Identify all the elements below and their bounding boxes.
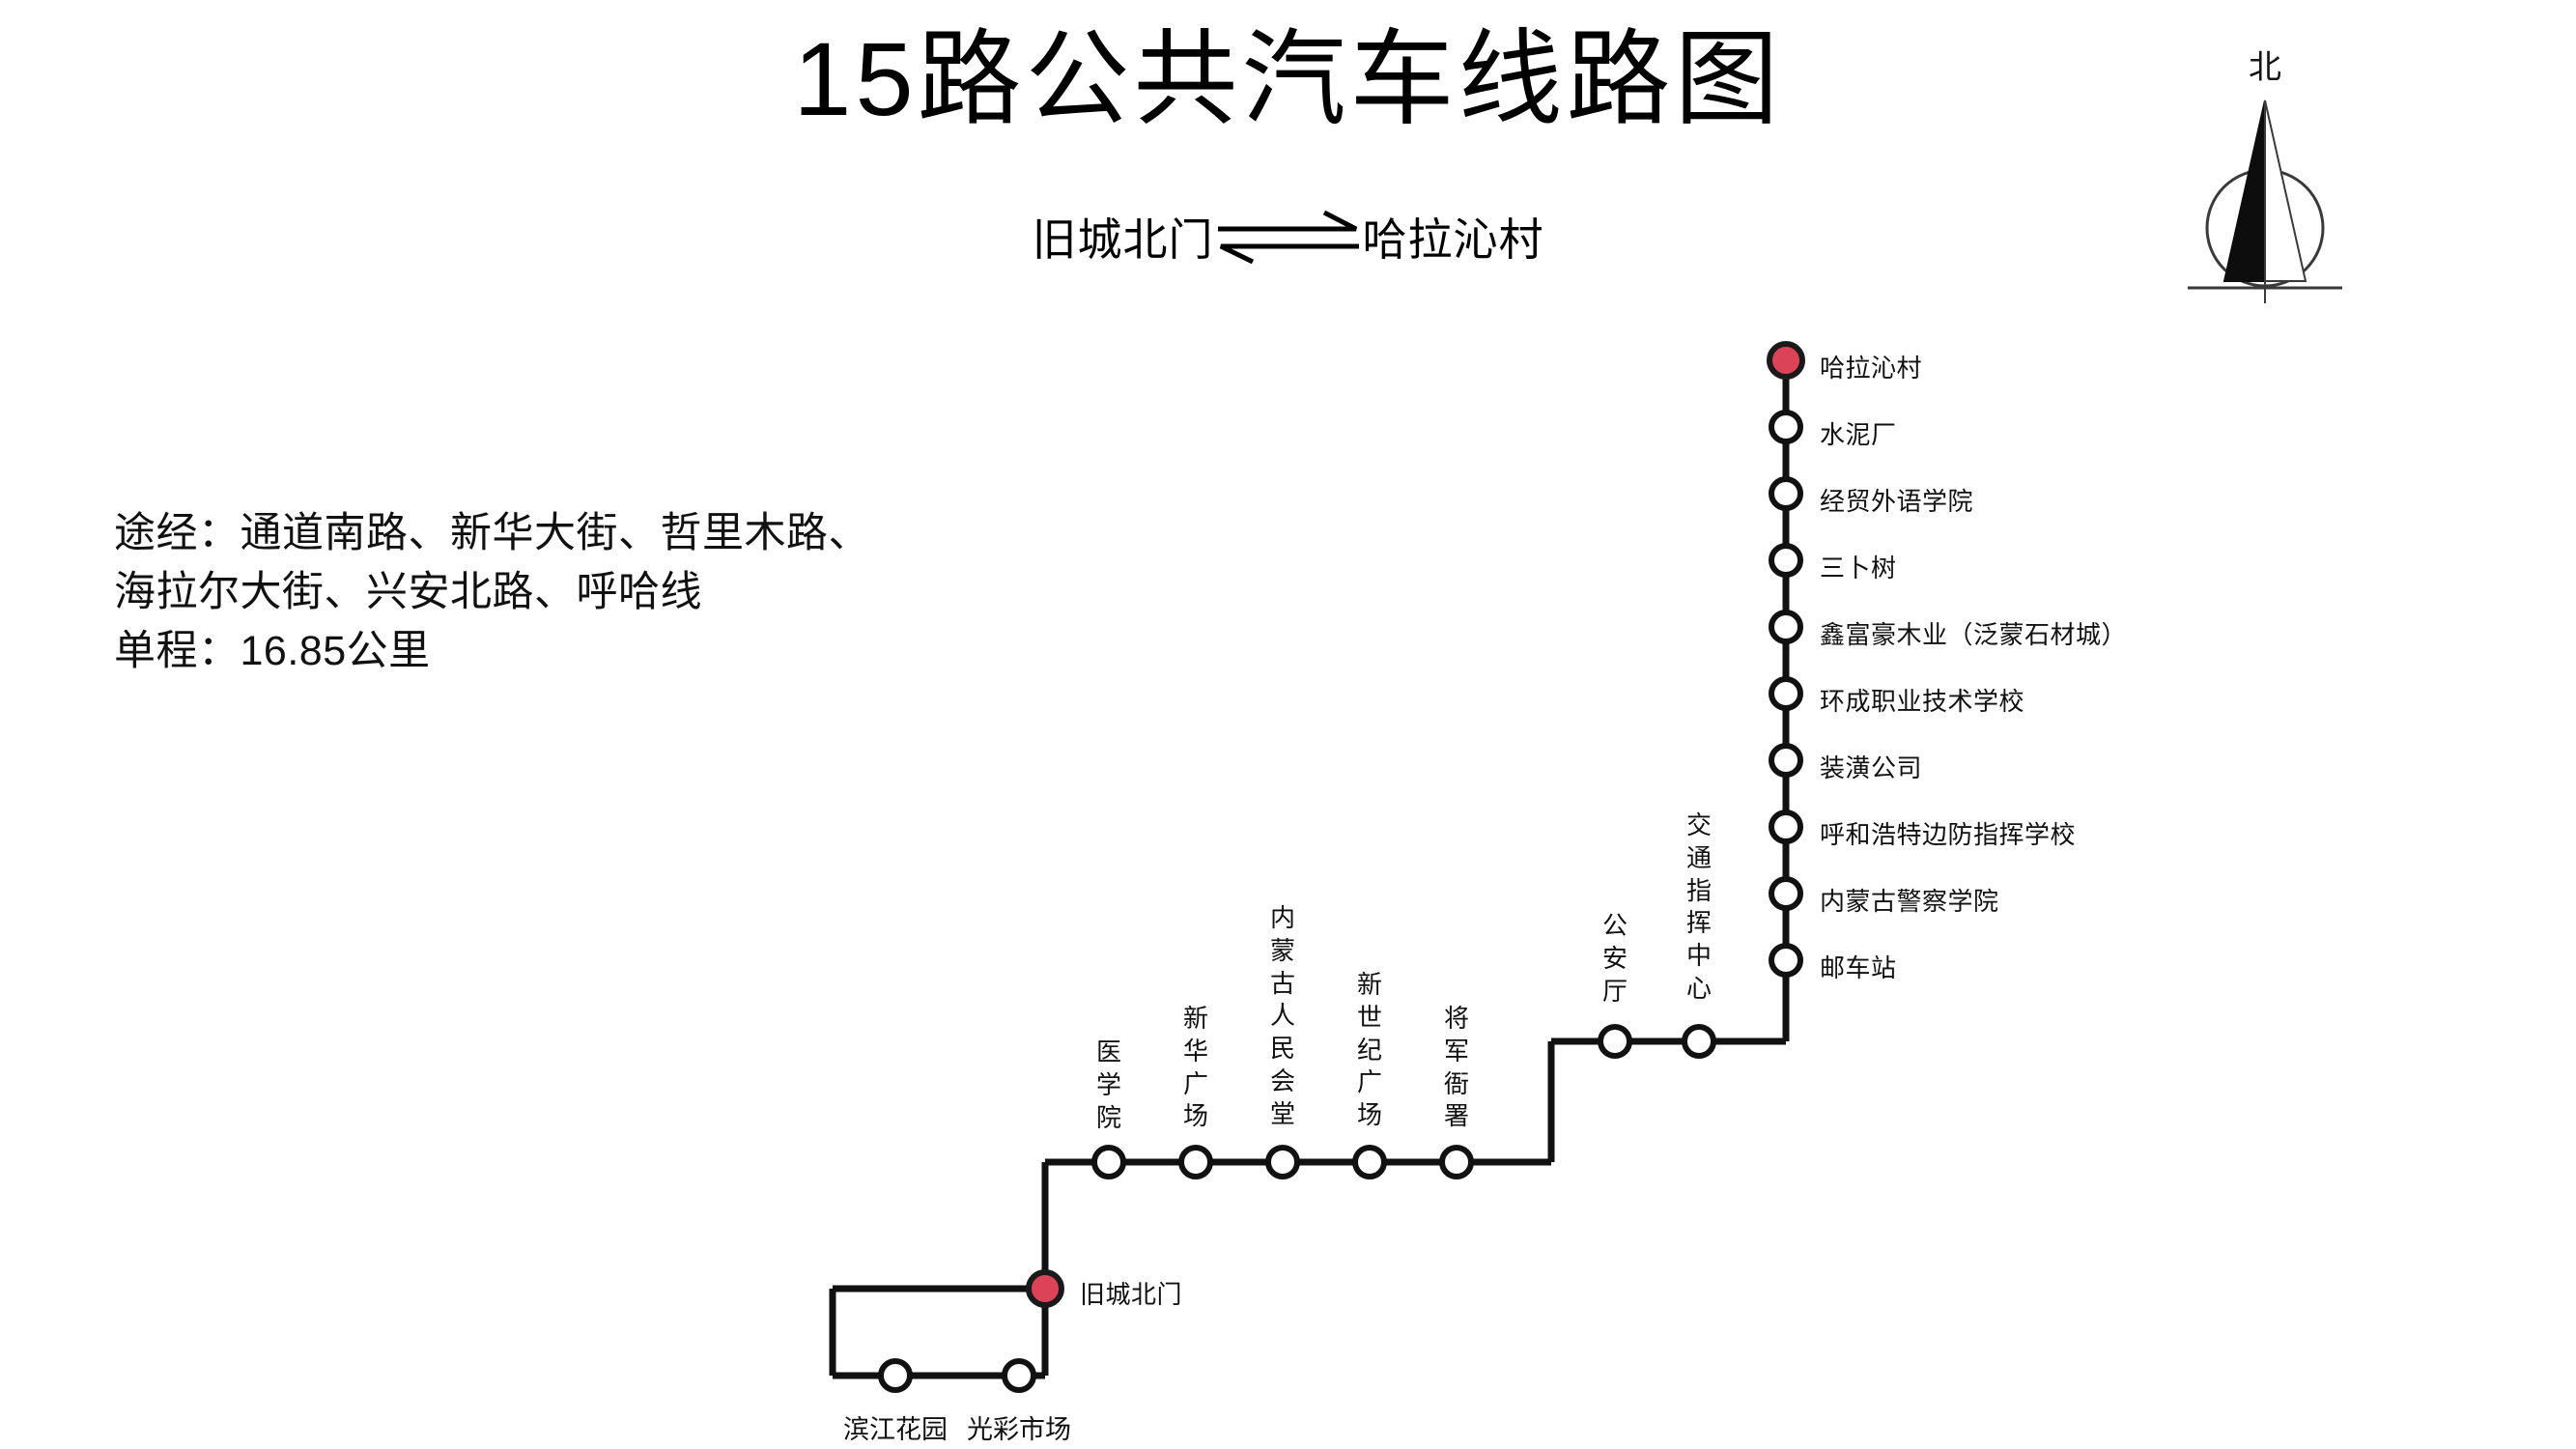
- subtitle-origin: 旧城北门: [1032, 214, 1214, 265]
- stop-marker: [1769, 476, 1803, 511]
- stop-label-xinshiji-guangchang: 新世纪广场: [1356, 970, 1382, 1130]
- stop-label-yixueyuan: 医学院: [1095, 1037, 1121, 1132]
- stop-marker: [1439, 1145, 1474, 1179]
- stop-markers: [878, 341, 1805, 1393]
- stop-label-youchezhan: 邮车站: [1820, 953, 1897, 982]
- stop-label-zhuanghuang-gongsi: 装潢公司: [1820, 753, 1923, 782]
- stop-label-shuiniquchang: 水泥厂: [1820, 420, 1897, 449]
- stop-marker: [1178, 1145, 1213, 1179]
- stop-marker: [1598, 1024, 1632, 1059]
- route-via-line-1: 途经：通道南路、新华大街、哲里木路、: [114, 510, 870, 556]
- route-distance: 单程：16.85公里: [114, 628, 431, 675]
- stop-marker: [1769, 943, 1803, 978]
- stop-marker: [1265, 1145, 1300, 1179]
- stop-label-neimenggu-jingcha: 内蒙古警察学院: [1820, 887, 1999, 916]
- stop-label-sanbushu: 三卜树: [1820, 554, 1897, 582]
- stop-label-binjiang-huayuan: 滨江花园: [843, 1415, 948, 1444]
- stop-label-jiaotong-zhihui-zhongxin: 交通指挥中心: [1685, 810, 1712, 1003]
- compass-north-label: 北: [2249, 49, 2281, 86]
- stop-marker: [1002, 1358, 1036, 1393]
- stop-label-jingmaowaiyu: 经贸外语学院: [1820, 487, 1974, 516]
- stop-label-gonganting: 公安厅: [1601, 911, 1628, 1006]
- stop-marker: [1769, 410, 1803, 444]
- stop-marker: [1769, 543, 1803, 578]
- stop-label-xinfuhao-muye: 鑫富豪木业（泛蒙石材城）: [1820, 620, 2128, 649]
- stop-label-jiucheng-beimen: 旧城北门: [1080, 1280, 1183, 1309]
- stop-marker-terminus: [1767, 341, 1805, 380]
- stop-marker: [1682, 1024, 1716, 1059]
- stop-marker: [1352, 1145, 1387, 1179]
- bidirectional-arrow-icon: [1217, 210, 1359, 264]
- route-terminals-subtitle: 旧城北门 哈拉沁村: [0, 205, 2576, 269]
- stop-label-xinhua-guangchang: 新华广场: [1182, 1004, 1208, 1131]
- compass: 北: [2178, 41, 2352, 311]
- route-info-block: 途经：通道南路、新华大街、哲里木路、 海拉尔大街、兴安北路、呼哈线 单程：16.…: [114, 504, 1080, 681]
- stop-marker: [1769, 610, 1803, 644]
- page-title: 15路公共汽车线路图: [793, 20, 1783, 137]
- stop-label-guangcai-shichang: 光彩市场: [967, 1415, 1071, 1444]
- stop-label-hohhot-bianfang: 呼和浩特边防指挥学校: [1820, 820, 2077, 849]
- stop-label-neimenggu-renmin-huitang: 内蒙古人民会堂: [1269, 903, 1295, 1128]
- stop-marker: [1769, 676, 1803, 711]
- stop-marker: [1769, 876, 1803, 911]
- route-via-line-2: 海拉尔大街、兴安北路、呼哈线: [114, 569, 702, 616]
- compass-rose-icon: [2188, 99, 2342, 303]
- stop-label-haqinqin-cun: 哈拉沁村: [1820, 354, 1923, 383]
- stop-marker: [1769, 810, 1803, 844]
- stop-marker-terminus: [1026, 1269, 1064, 1308]
- subtitle-destination: 哈拉沁村: [1362, 214, 1544, 265]
- stop-marker: [878, 1358, 913, 1393]
- stop-label-huancheng-zhiye: 环成职业技术学校: [1820, 687, 2025, 716]
- stop-label-jiangjun-yashu: 将军衙署: [1443, 1004, 1469, 1131]
- stop-marker: [1769, 743, 1803, 778]
- stop-marker: [1091, 1145, 1126, 1179]
- route-path: [829, 360, 1790, 1379]
